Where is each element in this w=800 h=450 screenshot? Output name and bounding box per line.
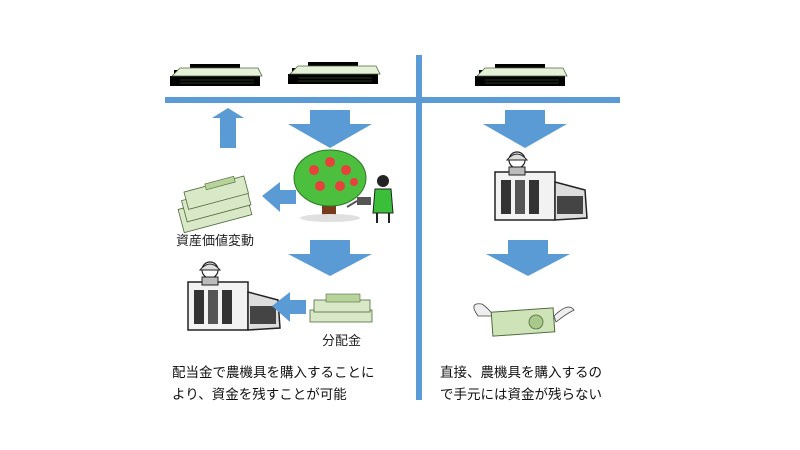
label-dividend: 分配金 <box>322 334 362 349</box>
vertical-divider <box>416 55 422 400</box>
down-arrow-icon <box>288 240 372 276</box>
caption-left-line1: 配当金で農機具を購入することに <box>172 365 375 381</box>
farmer-icon <box>346 175 394 223</box>
up-arrow-icon <box>212 108 244 148</box>
down-arrow-icon <box>288 110 372 148</box>
down-arrow-icon <box>483 110 567 148</box>
left-arrow-icon <box>262 182 296 212</box>
down-arrow-icon <box>486 240 570 276</box>
money-stack-icon <box>309 293 373 323</box>
harvester-icon <box>187 261 281 331</box>
label-asset-value-change: 資産価値変動 <box>176 234 255 249</box>
harvester-icon <box>494 151 588 221</box>
money-stack-icon <box>287 61 381 85</box>
money-stack-icon <box>177 175 253 234</box>
money-stack-icon <box>169 63 263 87</box>
money-stack-icon <box>474 63 568 87</box>
horizontal-divider <box>165 97 620 103</box>
left-arrow-icon <box>272 292 306 322</box>
caption-right-line2: で手元には資金が残らない <box>440 387 602 403</box>
caption-right-line1: 直接、農機具を購入するの <box>440 365 602 381</box>
caption-left-line2: より、資金を残すことが可能 <box>172 387 347 403</box>
tree-icon <box>293 149 367 222</box>
winged-banknote-icon <box>473 303 575 337</box>
